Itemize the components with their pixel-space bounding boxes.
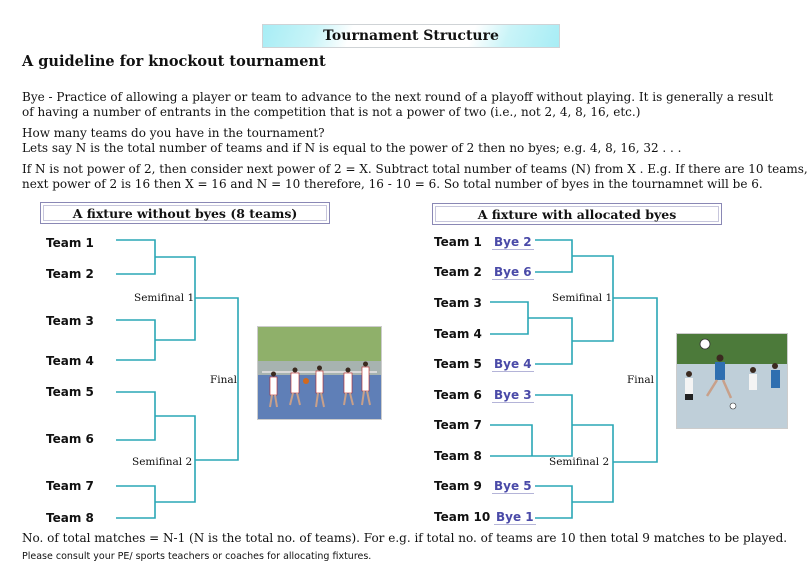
left-team-1: Team 1: [46, 236, 94, 250]
left-team-8: Team 8: [46, 511, 94, 525]
bye-badge-team-6: Bye 3: [492, 388, 534, 403]
left-semifinal-2-line: [155, 415, 196, 503]
subtitle: A guideline for knockout tournament: [22, 53, 326, 70]
right-match-1-line: [535, 239, 573, 273]
bye-badge-team-5: Bye 4: [492, 357, 534, 372]
title-banner: Tournament Structure: [262, 24, 560, 48]
paragraph-example-1: If N is not power of 2, then consider ne…: [22, 162, 808, 176]
paragraph-power-of-two: Lets say N is the total number of teams …: [22, 141, 682, 155]
right-match-2-line: [490, 301, 529, 335]
left-fixture-title: A fixture without byes (8 teams): [40, 202, 330, 224]
right-semifinal-1-label: Semifinal 1: [552, 292, 613, 304]
footer-consult-note: Please consult your PE/ sports teachers …: [22, 551, 372, 562]
left-team-2: Team 2: [46, 267, 94, 281]
left-team-3: Team 3: [46, 314, 94, 328]
left-match-4-line: [116, 485, 156, 519]
right-team-8: Team 8: [434, 449, 482, 463]
left-fixture-title-text: A fixture without byes (8 teams): [72, 205, 298, 221]
right-fixture-title-text: A fixture with allocated byes: [477, 206, 677, 222]
left-team-7: Team 7: [46, 479, 94, 493]
right-team-6: Team 6: [434, 388, 482, 402]
bye-badge-team-2: Bye 6: [492, 265, 534, 280]
right-team-1: Team 1: [434, 235, 482, 249]
right-team-3: Team 3: [434, 296, 482, 310]
right-team-4: Team 4: [434, 327, 482, 341]
right-semifinal-2-line: [572, 424, 614, 503]
right-match-6-line: [535, 485, 573, 519]
right-team-7: Team 7: [434, 418, 482, 432]
left-team-4: Team 4: [46, 354, 94, 368]
left-final-line: [195, 297, 239, 461]
bye-badge-team-10: Bye 1: [494, 510, 536, 525]
footer-total-matches: No. of total matches = N-1 (N is the tot…: [22, 531, 788, 545]
paragraph-example-2: next power of 2 is 16 then X = 16 and N …: [22, 177, 763, 191]
left-semifinal-2-label: Semifinal 2: [132, 456, 193, 468]
basketball-photo: [257, 326, 382, 420]
right-team-9: Team 9: [434, 479, 482, 493]
paragraph-bye-definition-2: of having a number of entrants in the co…: [22, 105, 641, 119]
bye-badge-team-9: Bye 5: [492, 479, 534, 494]
right-team-2: Team 2: [434, 265, 482, 279]
right-match-3-line: [528, 317, 573, 365]
paragraph-question: How many teams do you have in the tourna…: [22, 126, 325, 140]
right-fixture-title: A fixture with allocated byes: [432, 203, 722, 225]
right-team-5: Team 5: [434, 357, 482, 371]
left-final-label: Final: [210, 374, 238, 386]
left-match-2-line: [116, 319, 156, 361]
left-match-3-line: [116, 391, 156, 441]
left-team-5: Team 5: [46, 385, 94, 399]
basketball-photo-image: [258, 327, 381, 419]
page-title: Tournament Structure: [323, 28, 499, 44]
left-semifinal-1-label: Semifinal 1: [134, 292, 195, 304]
right-final-line: [613, 297, 658, 463]
right-team-10: Team 10: [434, 510, 491, 524]
football-photo-image: [677, 334, 787, 428]
right-match-5-line: [490, 424, 533, 456]
left-team-6: Team 6: [46, 432, 94, 446]
paragraph-bye-definition-1: Bye - Practice of allowing a player or t…: [22, 90, 774, 104]
football-photo: [676, 333, 788, 429]
left-match-1-line: [116, 239, 156, 275]
right-final-label: Final: [627, 374, 655, 386]
bye-badge-team-1: Bye 2: [492, 235, 534, 250]
right-semifinal-2-label: Semifinal 2: [549, 456, 610, 468]
